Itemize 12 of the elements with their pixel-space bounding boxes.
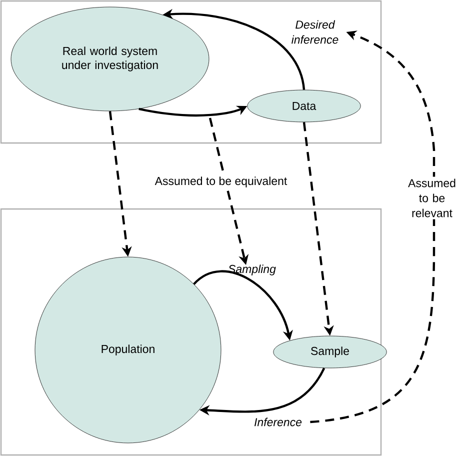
dashed-arrow xyxy=(310,30,436,424)
ellipse-node: Sample xyxy=(273,336,387,368)
annotation-text: Inference xyxy=(254,418,302,426)
panel-frame xyxy=(0,208,382,456)
edge-label: Assumed to be relevant xyxy=(400,176,464,220)
ellipse-node: Data xyxy=(247,90,361,122)
annotation-text: Desired inference xyxy=(292,20,338,44)
note-text: Assumed to be equivalent xyxy=(152,174,290,190)
edge-label: Sampling xyxy=(228,264,276,276)
circle-node: Population xyxy=(34,256,222,444)
panel-frame xyxy=(0,0,382,144)
ellipse-node: Real world system under investigation xyxy=(10,6,210,112)
